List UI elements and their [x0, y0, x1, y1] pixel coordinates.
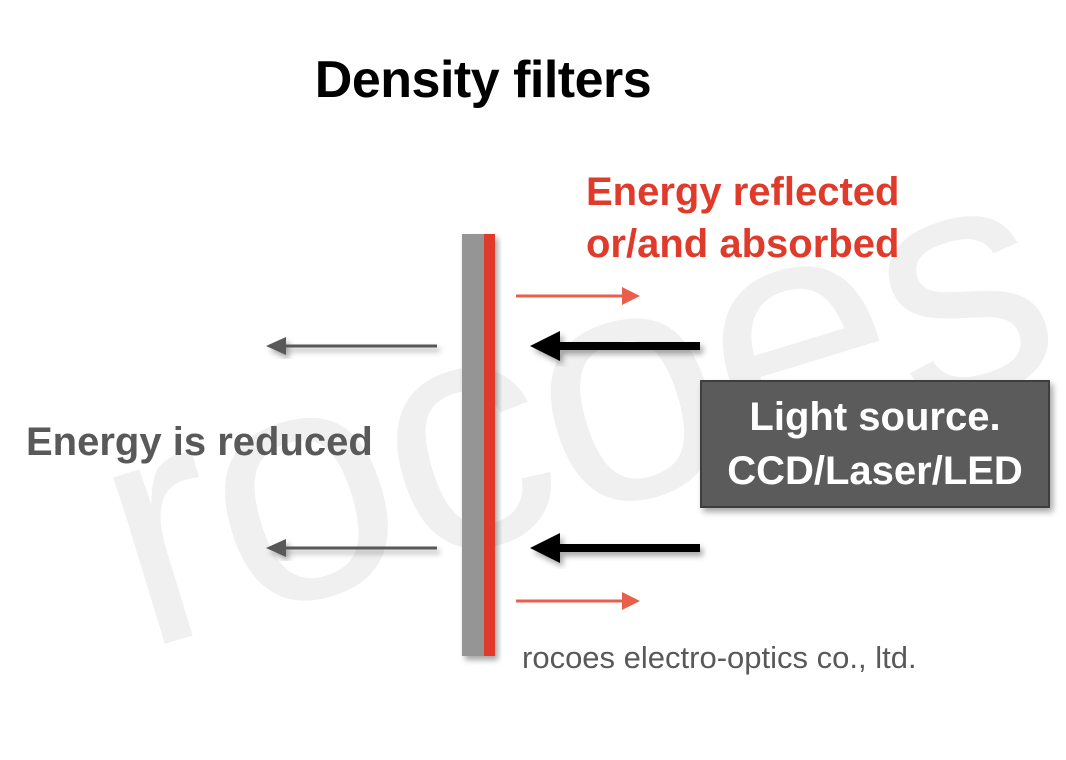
filter-coating — [484, 234, 495, 656]
energy-reduced-label: Energy is reduced — [26, 420, 373, 464]
light-source-box: Light source. CCD/Laser/LED — [700, 380, 1050, 508]
reflected-label-line2: or/and absorbed — [586, 222, 900, 266]
arrow-left-icon — [530, 533, 560, 563]
reflected-arrow-bottom — [516, 592, 640, 610]
company-footer: rocoes electro-optics co., ltd. — [522, 640, 917, 675]
arrow-left-icon — [530, 331, 560, 361]
transmitted-arrow-top — [266, 337, 437, 355]
light-source-line2: CCD/Laser/LED — [727, 449, 1023, 493]
reflected-label-line1: Energy reflected — [586, 170, 900, 214]
density-filter — [462, 234, 495, 656]
reflected-arrow-top — [516, 287, 640, 305]
arrow-left-icon — [266, 337, 286, 355]
incident-arrow-bottom — [530, 533, 700, 563]
arrow-right-icon — [622, 287, 640, 305]
page-title: Density filters — [314, 51, 652, 109]
reflected-absorbed-label: Energy reflected or/and absorbed — [586, 166, 946, 270]
arrow-left-icon — [266, 539, 286, 557]
arrow-right-icon — [622, 592, 640, 610]
filter-substrate — [462, 234, 484, 656]
incident-arrow-top — [530, 331, 700, 361]
transmitted-arrow-bottom — [266, 539, 437, 557]
light-source-line1: Light source. — [749, 395, 1001, 439]
